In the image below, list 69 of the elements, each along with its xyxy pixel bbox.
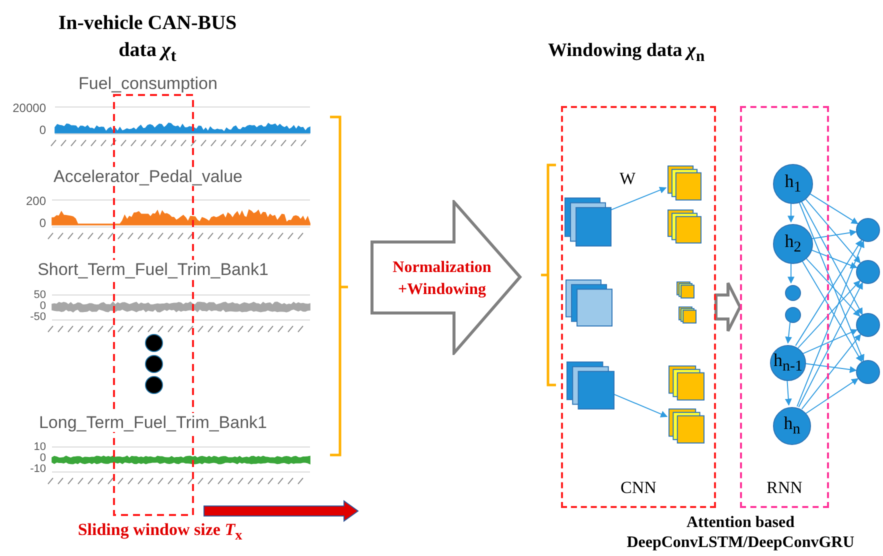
arrow: [608, 186, 667, 212]
axis-tick-label: 0: [39, 123, 46, 137]
neuron-circle: [785, 285, 801, 301]
neuron-circle: [785, 307, 801, 323]
feature-map-stack: [668, 210, 701, 243]
arrow-label: Normalization +Windowing: [392, 258, 492, 300]
arrow: [788, 202, 794, 223]
feature-map-stack: [677, 282, 694, 298]
axis-tick-label: 10: [34, 441, 46, 453]
arrow: [784, 378, 792, 406]
arrow: [802, 329, 858, 354]
feature-map-stack: [669, 409, 704, 443]
axis-tick-label: 50: [34, 289, 46, 301]
arrow: [800, 199, 863, 316]
axis-tick-label: 0: [40, 300, 46, 312]
neuron-circle: [770, 345, 806, 381]
neuron-circle: [856, 218, 880, 242]
frame-label: RNN: [766, 478, 804, 498]
arrow: [805, 378, 859, 414]
neuron-label: h$_{1}$: [784, 171, 802, 197]
chart-title: Accelerator_Pedal_value: [53, 167, 242, 186]
chart-title: Long_Term_Fuel_Trim_Bank1: [38, 413, 268, 432]
arrow: [798, 200, 864, 362]
arrow: [809, 248, 858, 269]
arrow: [788, 262, 794, 284]
heading-text: Windowing data χ$_{n}$: [548, 40, 705, 61]
arrow: [795, 240, 862, 346]
arrow: [612, 392, 668, 418]
neuron-circle: [773, 407, 811, 445]
feature-map-stack: [567, 362, 614, 409]
block-arrow: [714, 282, 742, 332]
feature-map-stack: [669, 366, 704, 400]
feature-map-stack: [566, 280, 612, 326]
arrow: [803, 362, 857, 374]
arrow: [796, 240, 864, 407]
arrow: [801, 334, 862, 410]
heading-text: In-vehicle CAN-BUS data χ$_{t}$: [58, 12, 237, 61]
feature-map-stack: [679, 307, 696, 323]
neuron-circle: [856, 360, 880, 384]
feature-map-stack: [668, 166, 701, 200]
frame-label: CNN: [620, 478, 658, 498]
arrow: [804, 256, 860, 317]
neuron-circle: [773, 164, 813, 204]
neuron-circle: [856, 260, 880, 284]
model-caption: Attention based DeepConvLSTM/DeepConvGRU: [626, 514, 854, 551]
axis-tick-label: 0: [39, 216, 46, 230]
chart-title: Fuel_consumption: [78, 74, 218, 93]
axis-tick-label: 200: [26, 194, 46, 208]
axis-tick-label: 0: [40, 452, 46, 464]
arrow: [808, 192, 858, 224]
dashed-frame: [740, 106, 829, 508]
neuron-label: h$_{n}$: [784, 413, 800, 439]
dashed-frame: [561, 106, 716, 508]
neuron-circle: [773, 224, 813, 264]
chart-title: Short_Term_Fuel_Trim_Bank1: [38, 260, 268, 279]
neuron-label: h$_{n-1}$: [774, 350, 802, 376]
arrow: [800, 258, 862, 362]
arrow: [785, 320, 792, 344]
arrow: [798, 282, 863, 408]
axis-tick-label: 20000: [12, 101, 46, 115]
feature-map-stack: [565, 198, 611, 246]
arrow: [804, 196, 861, 264]
window-size-caption: Sliding window size T$_{x}$: [78, 520, 242, 539]
axis-tick-label: -10: [30, 463, 46, 475]
neuron-label: h$_{2}$: [784, 231, 802, 257]
neuron-circle: [856, 313, 880, 337]
axis-tick-label: -50: [30, 311, 46, 323]
arrow: [810, 229, 857, 240]
arrow: [798, 280, 860, 348]
